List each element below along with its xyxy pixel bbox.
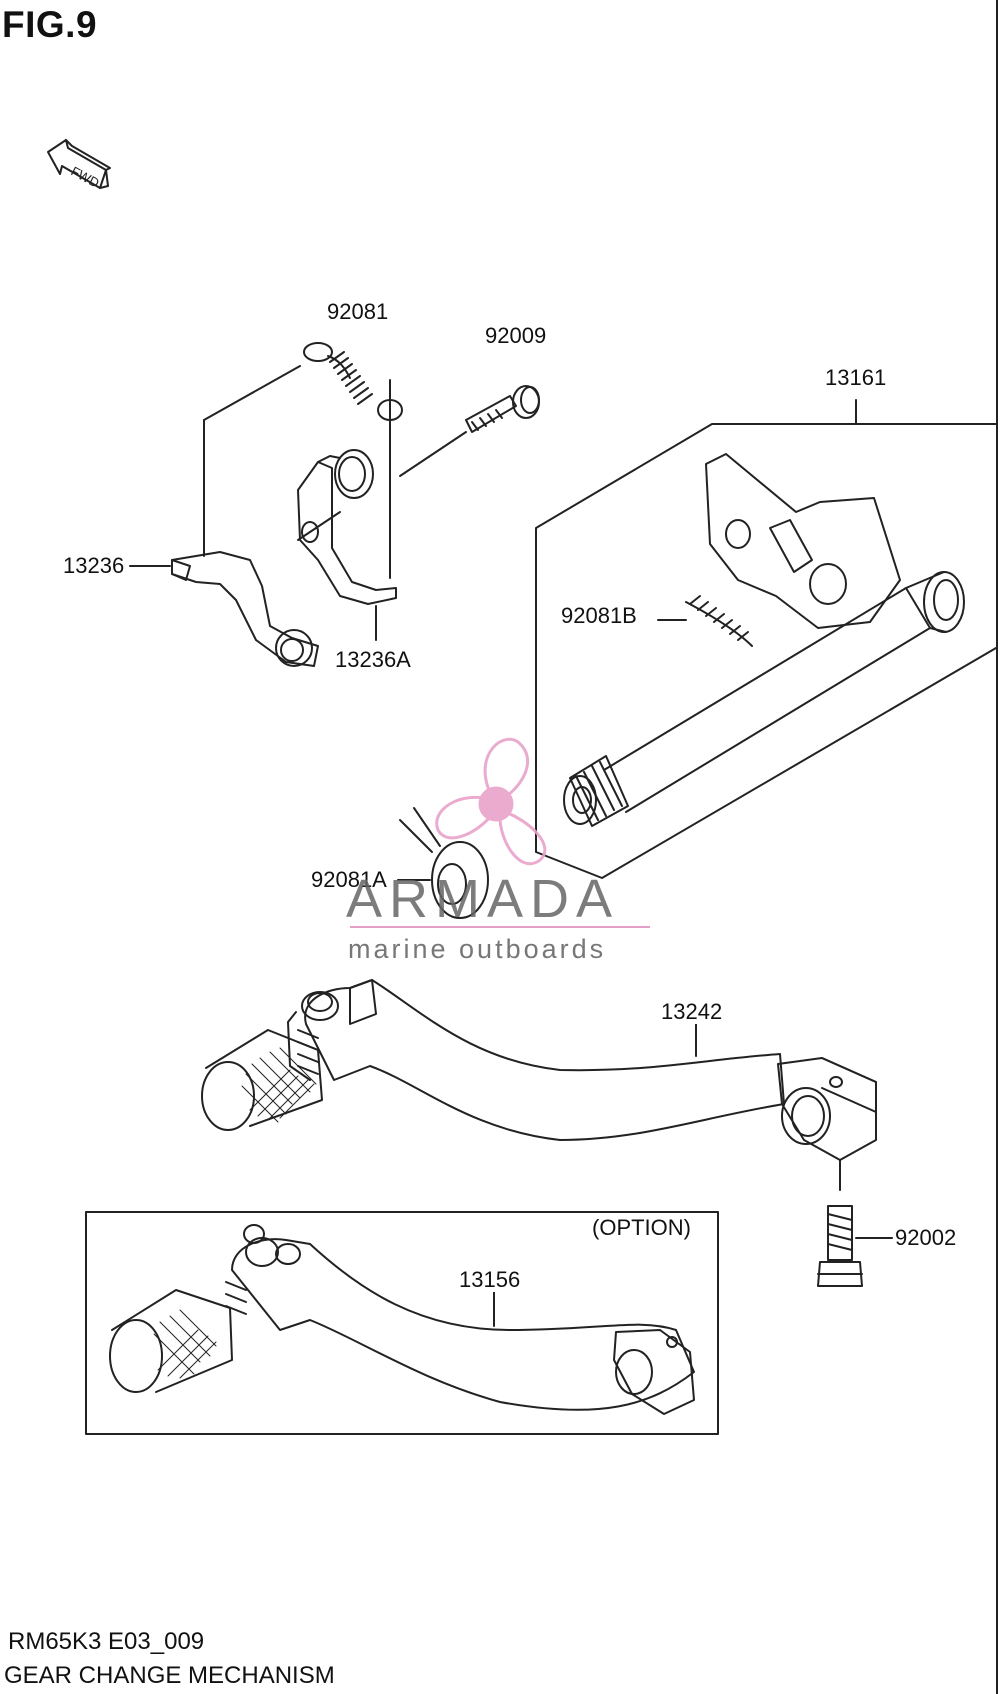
option-label: (OPTION) (592, 1215, 691, 1240)
fwd-arrow-icon: FWD (47, 139, 111, 191)
callout-13242: 13242 (660, 999, 724, 1024)
figure-title: FIG.9 (2, 4, 98, 45)
callout-92081: 92081 (326, 299, 390, 324)
callout-92002: 92002 (894, 1225, 958, 1250)
callout-92081b: 92081B (560, 603, 638, 628)
callout-92081a: 92081A (310, 867, 388, 892)
watermark-tagline: marine outboards (348, 934, 607, 964)
callout-13236a: 13236A (334, 647, 412, 672)
frame-border (996, 0, 998, 1694)
footer-diagram-name: GEAR CHANGE MECHANISM (4, 1662, 335, 1689)
callout-92009: 92009 (484, 323, 548, 348)
option-box-frame (85, 1211, 719, 1435)
spring-92081-icon (303, 342, 403, 421)
callout-13236: 13236 (62, 553, 126, 578)
propeller-icon (435, 737, 547, 866)
shaft-13161-icon (397, 399, 997, 919)
option-pedal-13156-icon (109, 1224, 695, 1415)
bolt-92002-icon (817, 1205, 893, 1287)
watermark-divider (350, 926, 650, 928)
callout-13161: 13161 (824, 365, 888, 390)
lever-13236-icon (129, 365, 341, 667)
callout-13156: 13156 (458, 1267, 522, 1292)
bracket-13236a-icon (297, 379, 397, 641)
shift-pedal-13242-icon (201, 979, 877, 1191)
watermark-brand: ARMADA (346, 869, 620, 929)
bolt-92009-icon (399, 385, 540, 477)
footer-diagram-code: RM65K3 E03_009 (8, 1628, 205, 1655)
